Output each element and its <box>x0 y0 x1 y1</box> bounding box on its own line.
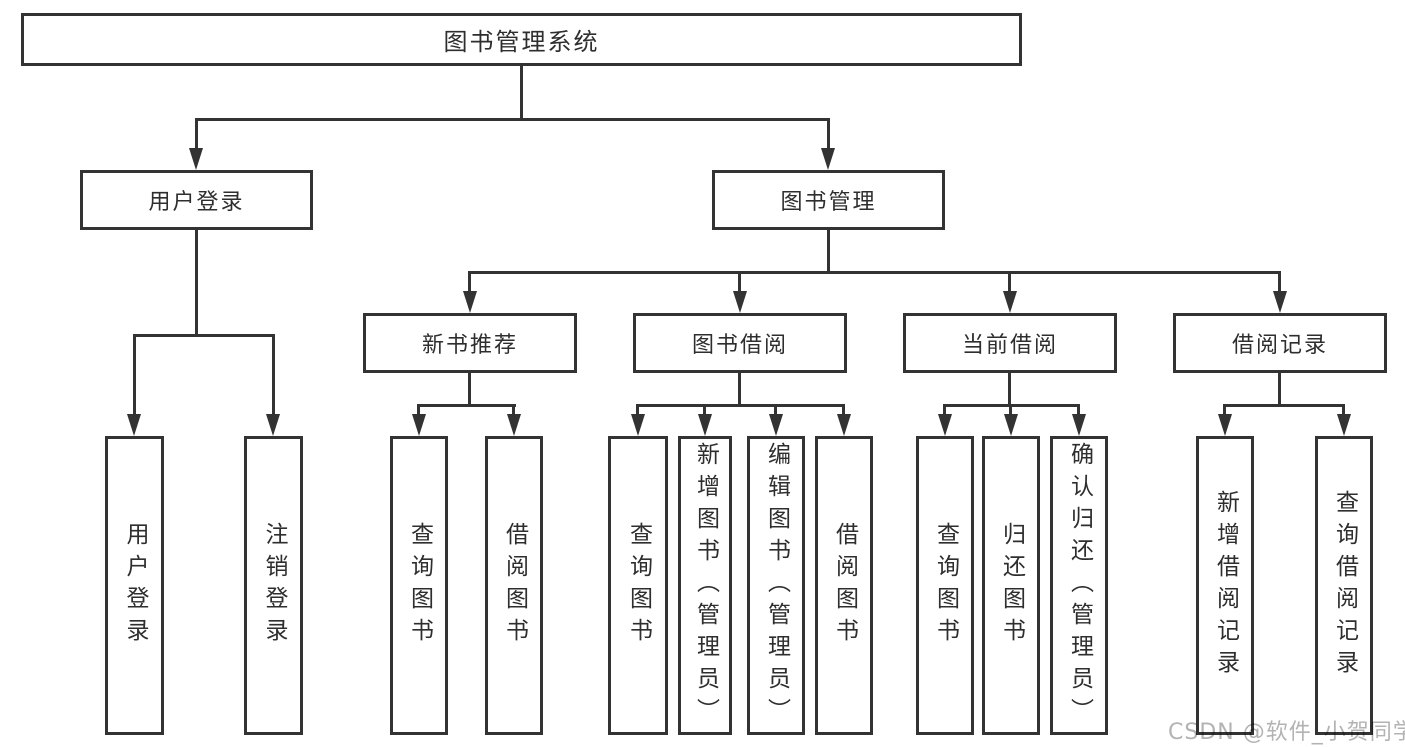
leaf-query-books-current: 查询图书 <box>916 436 974 735</box>
connector-vline <box>272 334 275 416</box>
arrow-down-icon <box>189 148 203 170</box>
node-new-book-recommendation: 新书推荐 <box>363 313 577 373</box>
arrow-down-icon <box>821 148 835 170</box>
connector-vline <box>1008 271 1011 293</box>
connector-vline <box>195 230 198 337</box>
node-root: 图书管理系统 <box>21 13 1022 66</box>
leaf-query-books-recommend: 查询图书 <box>390 436 448 735</box>
arrow-down-icon <box>127 414 141 436</box>
watermark: CSDN @软件_小贺同学 <box>1168 720 1405 745</box>
arrow-down-icon <box>769 414 783 436</box>
connector-vline <box>1077 404 1080 416</box>
leaf-borrow-books-borrowing: 借阅图书 <box>815 436 873 735</box>
connector-vline <box>842 404 845 416</box>
connector-vline <box>1223 404 1226 416</box>
connector-vline <box>1009 404 1012 416</box>
connector-hline <box>133 334 274 337</box>
connector-vline <box>943 404 946 416</box>
connector-vline <box>774 404 777 416</box>
leaf-add-book-admin: 新增图书（管理员） <box>678 436 732 735</box>
connector-vline <box>195 118 198 150</box>
connector-vline <box>520 66 523 121</box>
arrow-down-icon <box>698 414 712 436</box>
arrow-down-icon <box>938 414 952 436</box>
connector-vline <box>133 334 136 416</box>
connector-hline <box>417 404 516 407</box>
arrow-down-icon <box>412 414 426 436</box>
leaf-edit-book-admin: 编辑图书（管理员） <box>747 436 805 735</box>
connector-vline <box>468 373 471 407</box>
connector-vline <box>1342 404 1345 416</box>
leaf-borrow-books-recommend: 借阅图书 <box>485 436 543 735</box>
connector-vline <box>738 373 741 407</box>
arrow-down-icon <box>507 414 521 436</box>
leaf-user-login: 用户登录 <box>105 436 164 735</box>
leaf-query-borrow-record: 查询借阅记录 <box>1315 436 1373 735</box>
connector-vline <box>512 404 515 416</box>
leaf-add-borrow-record: 新增借阅记录 <box>1196 436 1254 735</box>
arrow-down-icon <box>1072 414 1086 436</box>
connector-hline <box>636 404 844 407</box>
arrow-down-icon <box>1273 291 1287 313</box>
connector-vline <box>1278 271 1281 293</box>
leaf-query-books-borrowing: 查询图书 <box>608 436 668 735</box>
connector-vline <box>738 271 741 293</box>
node-book-management: 图书管理 <box>712 170 945 230</box>
arrow-down-icon <box>266 414 280 436</box>
node-book-borrowing: 图书借阅 <box>633 313 847 373</box>
connector-hline <box>468 271 1280 274</box>
arrow-down-icon <box>1218 414 1232 436</box>
connector-vline <box>468 271 471 293</box>
connector-vline <box>417 404 420 416</box>
arrow-down-icon <box>463 291 477 313</box>
arrow-down-icon <box>1337 414 1351 436</box>
connector-vline <box>636 404 639 416</box>
arrow-down-icon <box>733 291 747 313</box>
node-borrowing-records: 借阅记录 <box>1173 313 1387 373</box>
arrow-down-icon <box>1004 414 1018 436</box>
leaf-return-books: 归还图书 <box>982 436 1040 735</box>
leaf-confirm-return-admin: 确认归还（管理员） <box>1050 436 1108 735</box>
connector-vline <box>703 404 706 416</box>
connector-hline <box>195 118 830 121</box>
connector-vline <box>827 230 830 274</box>
connector-vline <box>1008 373 1011 407</box>
connector-hline <box>1223 404 1344 407</box>
arrow-down-icon <box>631 414 645 436</box>
node-user-login: 用户登录 <box>80 170 313 230</box>
arrow-down-icon <box>837 414 851 436</box>
connector-vline <box>827 118 830 150</box>
node-current-borrowing: 当前借阅 <box>903 313 1117 373</box>
arrow-down-icon <box>1003 291 1017 313</box>
leaf-logout: 注销登录 <box>244 436 303 735</box>
connector-vline <box>1278 373 1281 407</box>
